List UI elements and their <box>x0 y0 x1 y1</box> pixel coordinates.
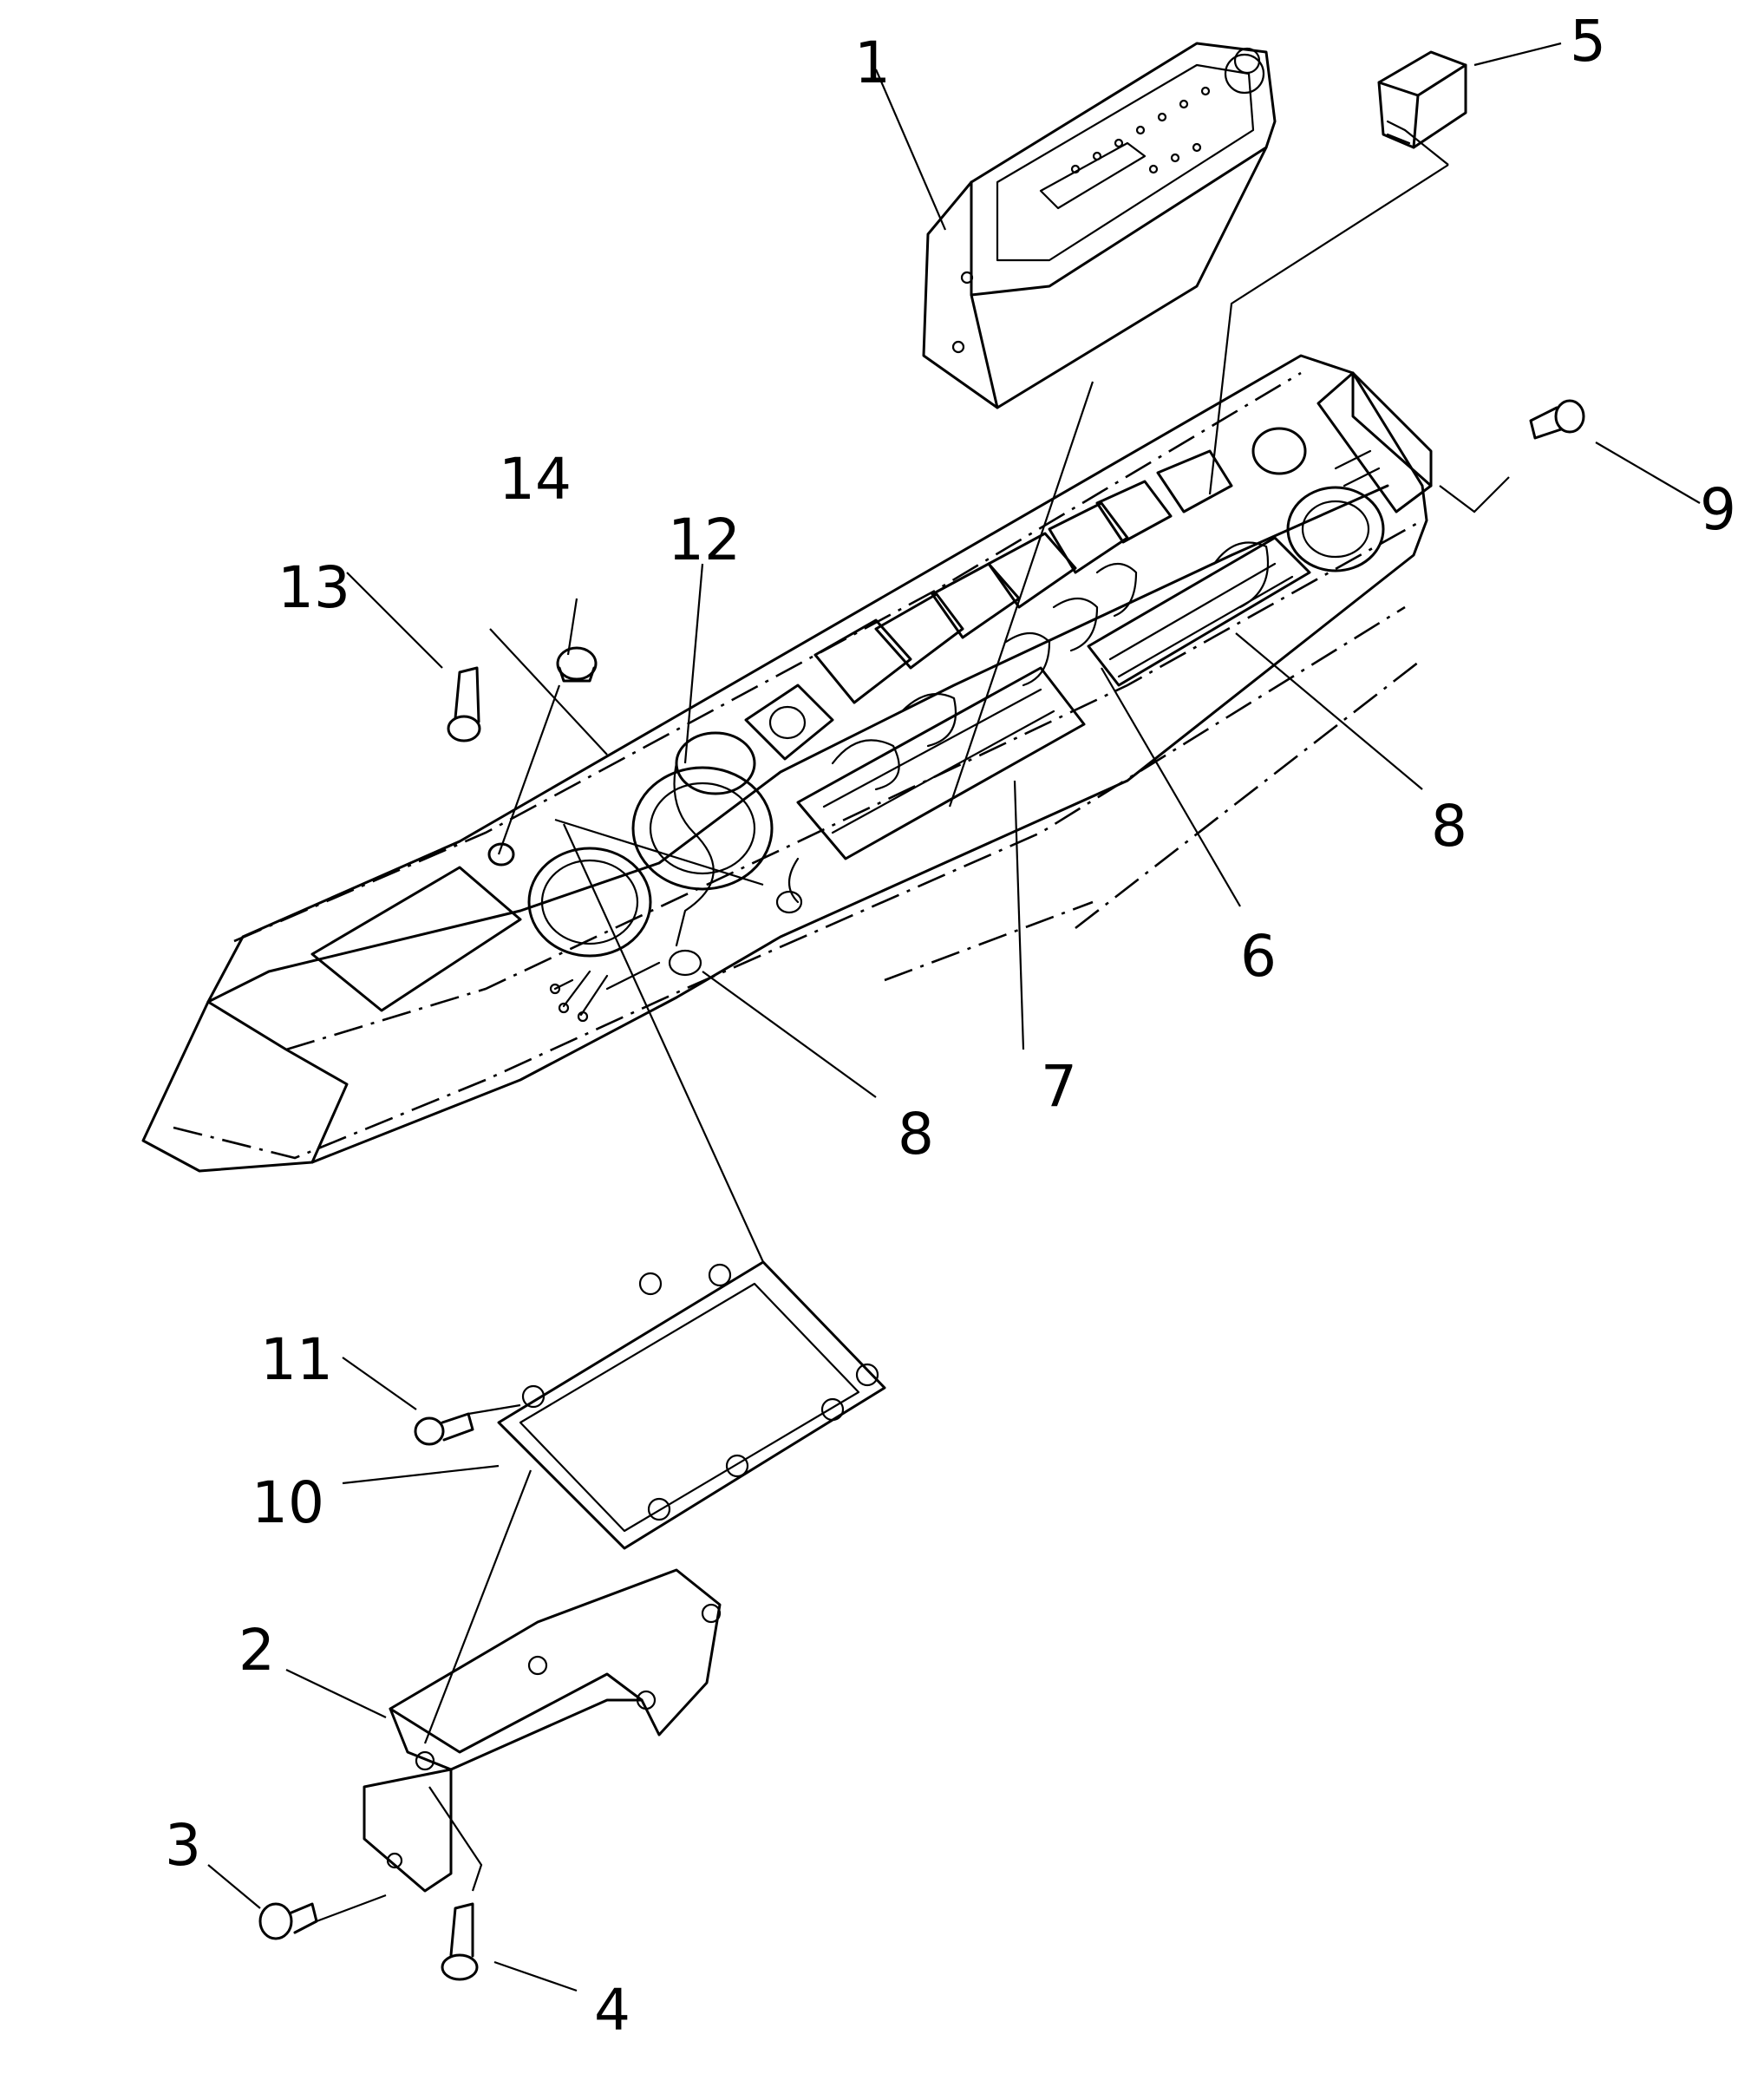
callout-4: 4 <box>594 1977 630 2044</box>
plate-part-10 <box>497 1260 886 1550</box>
bolt-part-4 <box>441 1902 479 1981</box>
monitor-unit-part-1 <box>922 42 1277 409</box>
callout-8-right: 8 <box>1431 793 1467 860</box>
callout-13: 13 <box>278 554 350 621</box>
bolt-part-9 <box>1529 399 1585 440</box>
callout-11: 11 <box>260 1326 333 1393</box>
callout-10: 10 <box>252 1469 324 1536</box>
bolt-part-13 <box>447 666 481 742</box>
callout-9: 9 <box>1700 476 1736 543</box>
cap-part-14 <box>556 646 598 683</box>
callout-3: 3 <box>165 1812 201 1879</box>
callout-8-left: 8 <box>898 1101 934 1168</box>
callout-labels: 1 2 3 4 5 6 7 8 8 9 10 11 12 13 14 <box>165 8 1736 2044</box>
callout-2: 2 <box>238 1617 275 1684</box>
dashboard-panel <box>141 354 1433 1173</box>
callout-5: 5 <box>1570 8 1606 75</box>
callout-14: 14 <box>499 446 572 513</box>
bracket-part-2 <box>363 1568 722 1893</box>
callout-1: 1 <box>854 29 891 96</box>
leader-lines <box>207 42 1701 1992</box>
callout-12: 12 <box>668 507 741 573</box>
callout-7: 7 <box>1041 1053 1077 1120</box>
relay-part-5 <box>1377 50 1467 149</box>
callout-6: 6 <box>1240 923 1277 990</box>
bolt-part-11 <box>414 1412 474 1446</box>
bolt-part-3 <box>258 1902 318 1940</box>
